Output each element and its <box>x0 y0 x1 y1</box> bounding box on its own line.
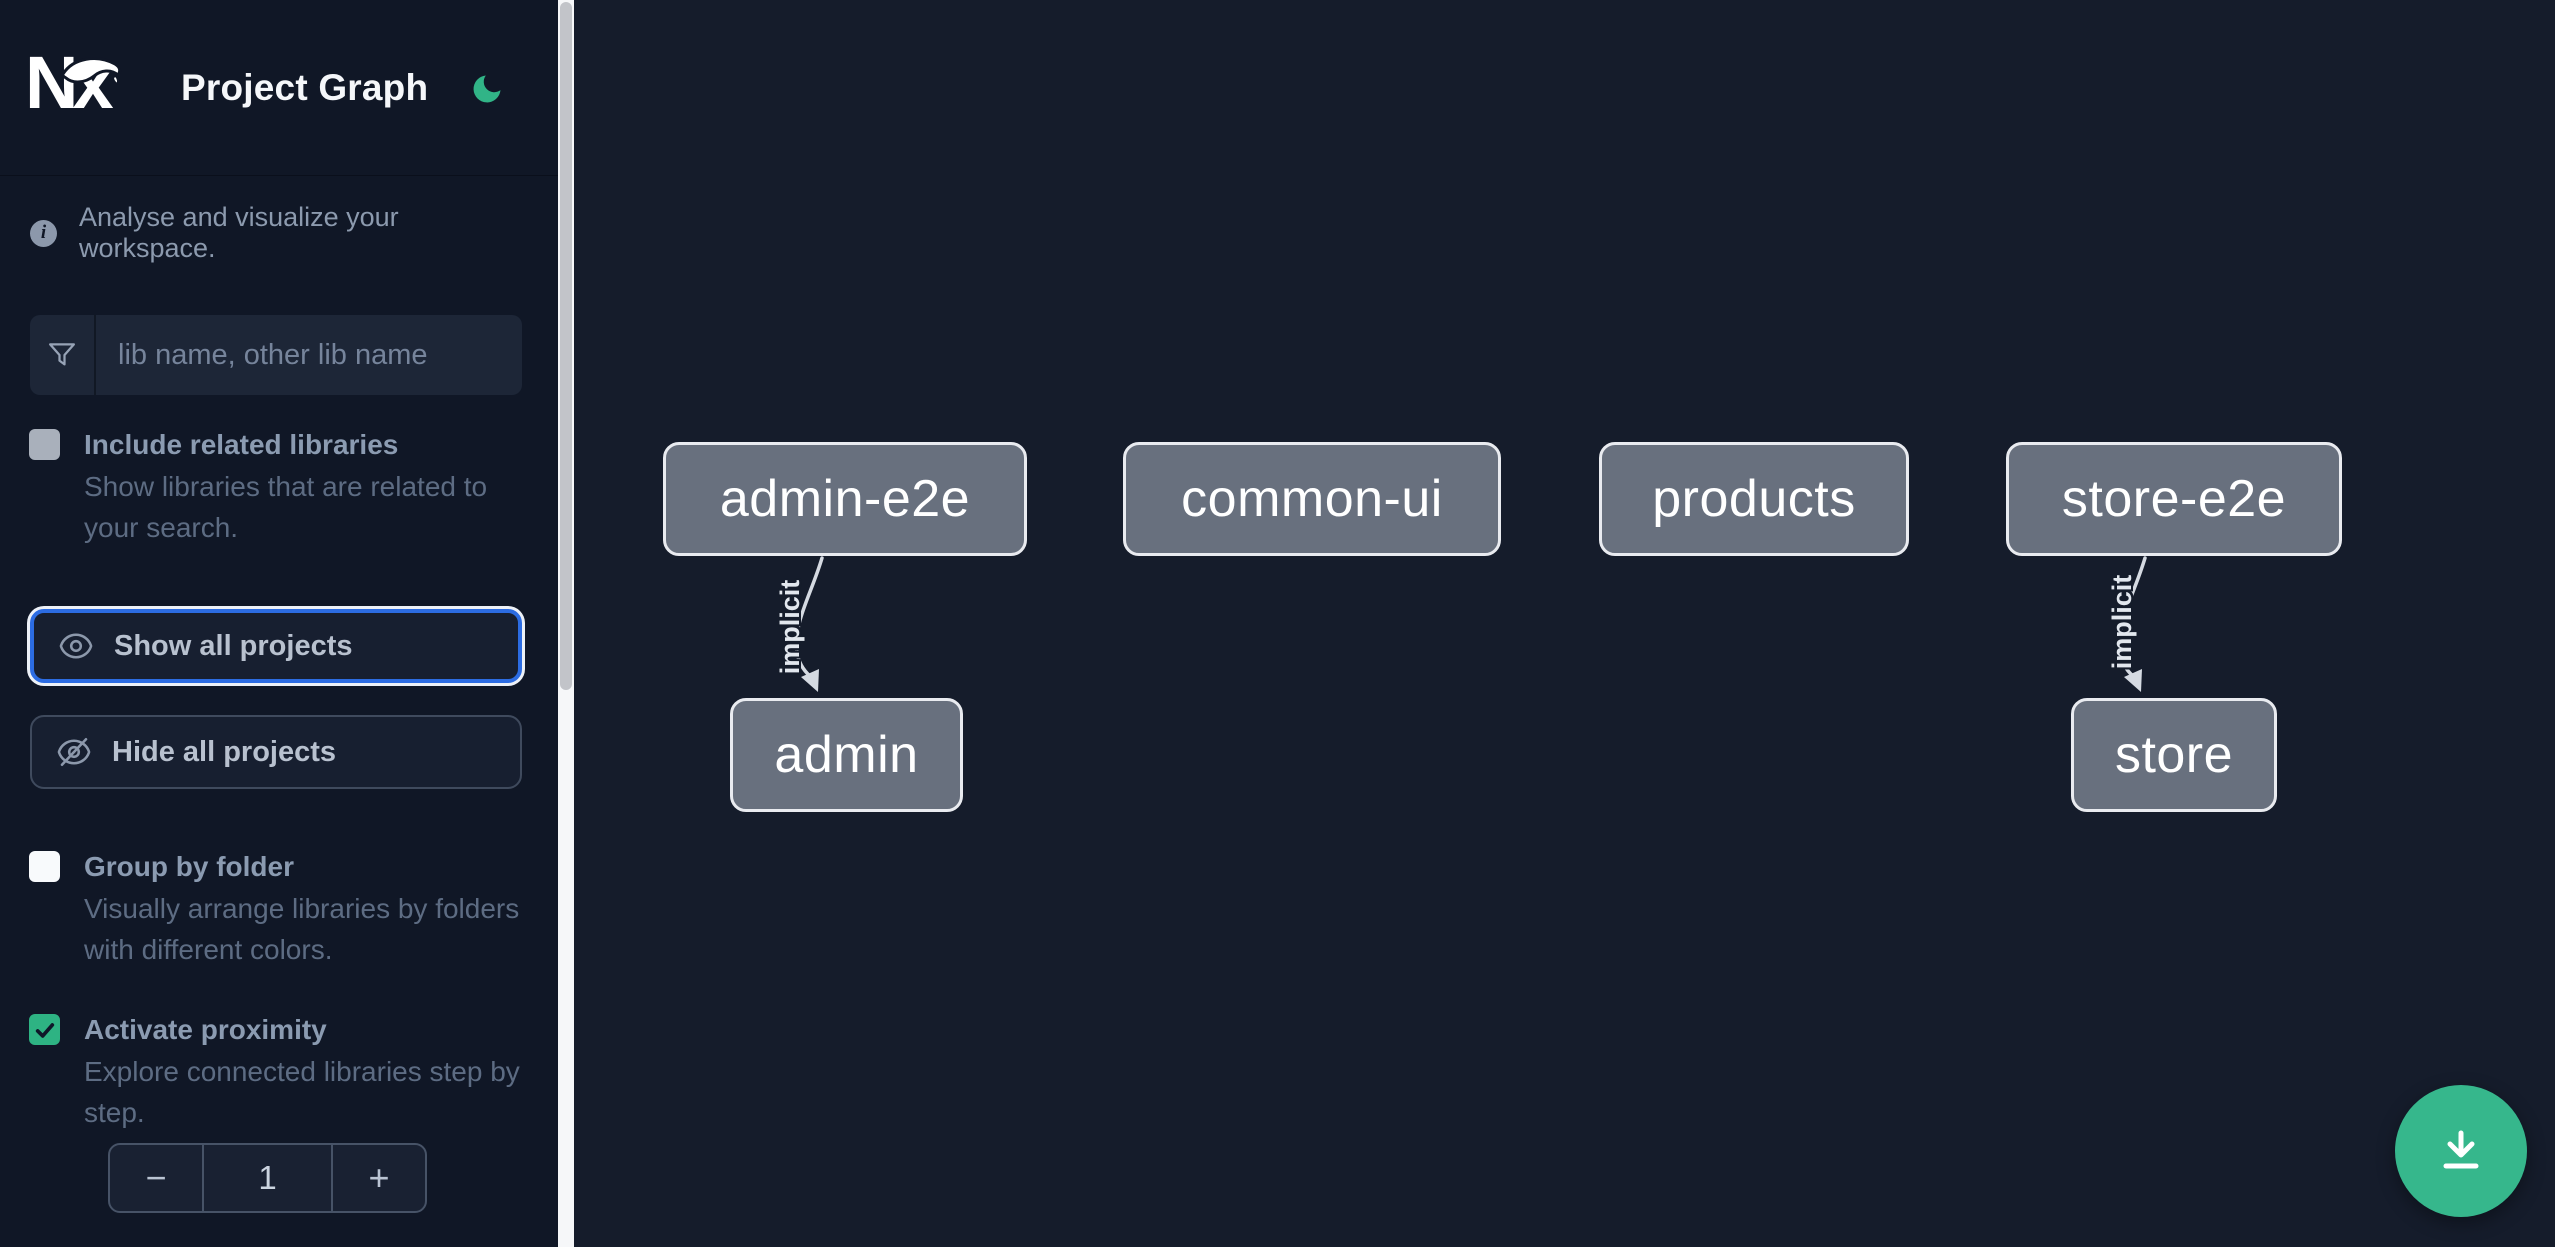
hide-all-projects-button[interactable]: Hide all projects <box>30 715 522 789</box>
theme-toggle-button[interactable] <box>464 66 510 112</box>
group-by-folder-label: Group by folder <box>84 851 294 882</box>
node-products[interactable]: products <box>1599 442 1909 556</box>
eye-icon <box>59 633 93 659</box>
sidebar: Nx Project Graph i Analyse and visualize… <box>0 0 558 1247</box>
node-store[interactable]: store <box>2071 698 2277 812</box>
edge-admin-e2e-admin <box>794 556 824 678</box>
search-input[interactable] <box>96 315 522 395</box>
proximity-increment-button[interactable]: + <box>333 1145 425 1211</box>
filter-icon <box>30 315 96 395</box>
activate-proximity-description: Explore connected libraries step by step… <box>84 1056 520 1128</box>
activate-proximity-checkbox[interactable] <box>29 1014 60 1045</box>
edge-label-implicit: implicit <box>2107 574 2137 670</box>
page-title: Project Graph <box>181 67 429 108</box>
download-image-button[interactable] <box>2395 1085 2527 1217</box>
proximity-value: 1 <box>202 1145 333 1211</box>
option-group-by-folder: Group by folder Visually arrange librari… <box>29 849 529 970</box>
dependency-edges <box>794 556 2147 692</box>
download-icon <box>2443 1130 2479 1169</box>
eye-off-icon <box>57 737 91 767</box>
search-box <box>30 315 522 395</box>
moon-icon <box>473 75 501 103</box>
sidebar-header: Nx Project Graph <box>0 0 558 176</box>
edge-admin-arrowhead-icon <box>801 669 819 692</box>
proximity-stepper: − 1 + <box>108 1143 427 1213</box>
node-common-ui[interactable]: common-ui <box>1123 442 1501 556</box>
sidebar-scrollbar-thumb[interactable] <box>560 2 572 690</box>
include-related-description: Show libraries that are related to your … <box>84 471 488 543</box>
tagline-text: Analyse and visualize your workspace. <box>79 202 399 263</box>
node-store-e2e[interactable]: store-e2e <box>2006 442 2342 556</box>
show-all-projects-label: Show all projects <box>114 629 353 662</box>
nx-logo-swoosh-icon <box>61 57 122 86</box>
edge-store-arrowhead-icon <box>2124 669 2142 692</box>
node-admin-e2e[interactable]: admin-e2e <box>663 442 1027 556</box>
show-all-projects-button[interactable]: Show all projects <box>30 609 522 683</box>
edge-store-e2e-store <box>2117 556 2147 678</box>
intro-row: i Analyse and visualize your workspace. <box>30 202 530 264</box>
sidebar-scrollbar-track <box>558 0 574 1247</box>
proximity-decrement-button[interactable]: − <box>110 1145 202 1211</box>
group-by-folder-description: Visually arrange libraries by folders wi… <box>84 893 520 965</box>
node-admin[interactable]: admin <box>730 698 963 812</box>
hide-all-projects-label: Hide all projects <box>112 735 337 768</box>
graph-canvas[interactable]: implicit implicit admin-e2e common-ui pr… <box>574 0 2555 1247</box>
include-related-label: Include related libraries <box>84 429 399 460</box>
activate-proximity-label: Activate proximity <box>84 1014 327 1045</box>
nx-logo: Nx <box>25 46 125 120</box>
check-icon <box>35 1022 54 1038</box>
option-activate-proximity: Activate proximity Explore connected lib… <box>29 1012 529 1133</box>
option-include-related: Include related libraries Show libraries… <box>29 427 529 548</box>
edge-label-implicit: implicit <box>775 579 805 675</box>
info-icon: i <box>30 219 57 247</box>
include-related-checkbox[interactable] <box>29 429 60 460</box>
group-by-folder-checkbox[interactable] <box>29 851 60 882</box>
